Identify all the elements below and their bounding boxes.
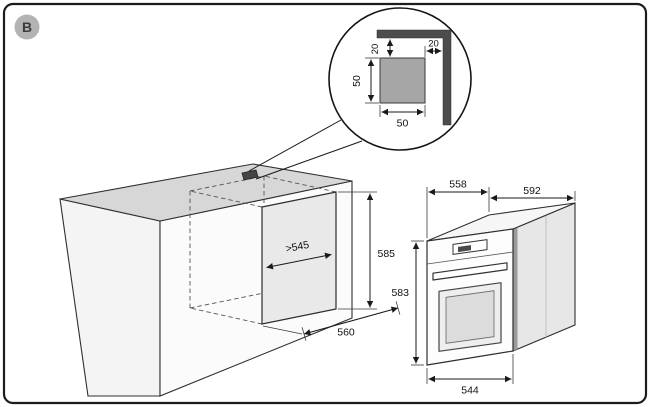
vent-square-detail	[379, 57, 426, 104]
panel-divider	[426, 251, 514, 265]
oven-handle	[432, 262, 508, 281]
dim-square-height: 50	[351, 59, 379, 104]
dim-square-width-label: 50	[397, 118, 409, 130]
detail-inset: 20 20 50 50	[351, 29, 452, 130]
hidden-niche-outline	[189, 175, 337, 325]
dim-line	[266, 252, 332, 270]
dim-niche-width-label: >545	[285, 239, 311, 255]
dim-niche-depth: 560	[262, 301, 401, 341]
dim-niche-width: >545	[266, 239, 332, 270]
dim-oven-width-label: 544	[461, 385, 479, 397]
dim-square-width: 50	[379, 105, 426, 130]
niche-opening	[261, 191, 337, 325]
dim-offset-side: 20	[424, 39, 442, 57]
dim-oven-height: 583	[391, 240, 424, 366]
callout-line	[248, 119, 342, 172]
dim-niche-height-label: 585	[378, 248, 396, 260]
dim-offset-side-label: 20	[428, 39, 439, 50]
oven-drawing: 558 592 583 544	[391, 179, 576, 397]
dim-offset-top: 20	[365, 39, 394, 59]
worktop-corner-edge	[376, 29, 452, 126]
badge-circle	[14, 14, 40, 40]
vent-cutout-square	[241, 169, 259, 181]
dim-oven-depth-total: 592	[490, 185, 576, 202]
oven-door-edge-stripe	[513, 227, 518, 351]
dim-oven-width: 544	[426, 354, 514, 397]
worktop-drawing: >545 585 560	[59, 163, 401, 397]
dim-niche-depth-label: 560	[337, 327, 355, 339]
oven-door-window-inner	[445, 290, 495, 344]
magnifier-callout: 20 20 50 50	[248, 7, 472, 180]
dim-square-height-label: 50	[351, 75, 363, 87]
dim-oven-height-label: 583	[391, 287, 409, 299]
dim-oven-depth-body-label: 558	[449, 179, 467, 191]
extension-line	[262, 325, 303, 335]
dim-offset-top-label: 20	[370, 44, 381, 55]
dim-oven-depth-total-label: 592	[523, 185, 541, 197]
oven-control-panel	[426, 239, 514, 265]
step-badge: B	[14, 14, 40, 40]
dim-line	[303, 306, 399, 336]
dim-oven-depth-body: 558	[426, 179, 490, 238]
callout-line	[255, 140, 363, 180]
badge-label: B	[22, 19, 32, 35]
oven-display-screen	[458, 245, 471, 253]
worktop-top-surface	[59, 163, 353, 222]
oven-door	[438, 282, 502, 352]
